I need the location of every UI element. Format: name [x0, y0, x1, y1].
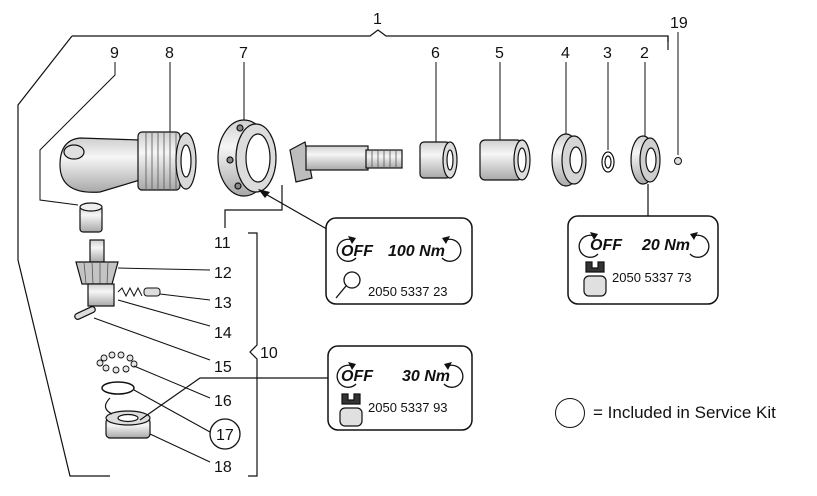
curl-arrow — [104, 397, 113, 415]
hand-wrench-icon — [583, 261, 607, 297]
spring-part-13 — [117, 286, 161, 298]
rotate-right-arrow-icon — [689, 234, 710, 258]
leader-14 — [117, 299, 211, 327]
part-number-16: 16 — [214, 393, 232, 410]
part-number-18: 18 — [214, 459, 232, 476]
pin-wrench-icon — [335, 271, 361, 299]
assembly-bracket-10 — [248, 232, 258, 477]
leader-9 — [39, 62, 116, 206]
bush-part-9 — [79, 202, 103, 233]
tool-code-2: 2050 5337 73 — [612, 270, 692, 285]
part-number-2: 2 — [640, 45, 649, 62]
leader-15 — [93, 317, 211, 361]
rotate-left-arrow-icon — [578, 234, 599, 258]
part-number-5: 5 — [495, 45, 504, 62]
torque-off-label-2: OFF — [590, 237, 623, 254]
service-kit-legend: = Included in Service Kit — [555, 398, 776, 428]
leader-18 — [149, 433, 211, 463]
torque-box-100nm: OFF 100 Nm 2050 5337 23 — [325, 217, 473, 305]
ring-nut-part-7 — [217, 119, 277, 197]
torque-off-label-3: OFF — [341, 368, 374, 385]
torque-value-1: 100 Nm — [388, 243, 445, 260]
tool-code-1: 2050 5337 23 — [368, 284, 448, 299]
arrowhead-nut — [258, 189, 270, 198]
angle-head-housing-part-8 — [59, 131, 197, 193]
part-number-7: 7 — [239, 45, 248, 62]
leader-11 — [224, 185, 283, 228]
part-number-14: 14 — [214, 325, 232, 342]
part-number-1: 1 — [373, 11, 382, 28]
part-number-19: 19 — [670, 15, 688, 32]
ball-part-19 — [674, 157, 682, 165]
rotate-right-arrow-icon — [441, 238, 462, 262]
torque-box-30nm: OFF 30 Nm 2050 5337 93 — [327, 345, 473, 431]
rotate-left-arrow-icon — [336, 364, 357, 388]
pinion-part-11-12 — [75, 239, 119, 307]
service-kit-circle-17 — [209, 418, 241, 450]
bevel-gear-spindle — [289, 141, 403, 183]
leader-16 — [133, 365, 211, 399]
arrow-to-nut-18 — [139, 377, 332, 421]
torque-off-label-1: OFF — [341, 243, 374, 260]
leader-17 — [133, 389, 211, 433]
part-number-6: 6 — [431, 45, 440, 62]
tool-code-3: 2050 5337 93 — [368, 400, 448, 415]
sleeve-part-5 — [479, 139, 531, 181]
rotate-left-arrow-icon — [336, 238, 357, 262]
legend-text: = Included in Service Kit — [593, 403, 776, 422]
part-number-4: 4 — [561, 45, 570, 62]
part-number-15: 15 — [214, 359, 232, 376]
torque-box-20nm: OFF 20 Nm 2050 5337 73 — [567, 215, 719, 305]
part-number-13: 13 — [214, 295, 232, 312]
assembly-bracket-1 — [17, 29, 669, 477]
part-number-9: 9 — [110, 45, 119, 62]
part-number-8: 8 — [165, 45, 174, 62]
service-kit-circle-icon — [555, 398, 585, 428]
ball-race-part-16 — [96, 351, 138, 374]
part-number-12: 12 — [214, 265, 232, 282]
leader-13 — [159, 293, 211, 301]
part-number-11: 11 — [214, 235, 231, 252]
o-ring-part-17 — [101, 381, 135, 395]
ball-bearing-part-4 — [551, 133, 587, 187]
torque-value-3: 30 Nm — [402, 368, 450, 385]
needle-bearing-part-6 — [419, 141, 458, 179]
torque-value-2: 20 Nm — [641, 237, 690, 254]
hand-wrench-icon — [339, 393, 363, 427]
part-number-17: 17 — [216, 427, 234, 444]
nut-part-18 — [105, 410, 151, 439]
part-number-3: 3 — [603, 45, 612, 62]
leader-12 — [117, 267, 211, 271]
circlip-part-3 — [601, 151, 615, 173]
arrow-to-nut — [261, 191, 333, 233]
pin-part-15 — [74, 306, 96, 320]
part-number-10: 10 — [260, 345, 278, 362]
rotate-right-arrow-icon — [443, 364, 464, 388]
lock-nut-part-2 — [630, 135, 661, 185]
